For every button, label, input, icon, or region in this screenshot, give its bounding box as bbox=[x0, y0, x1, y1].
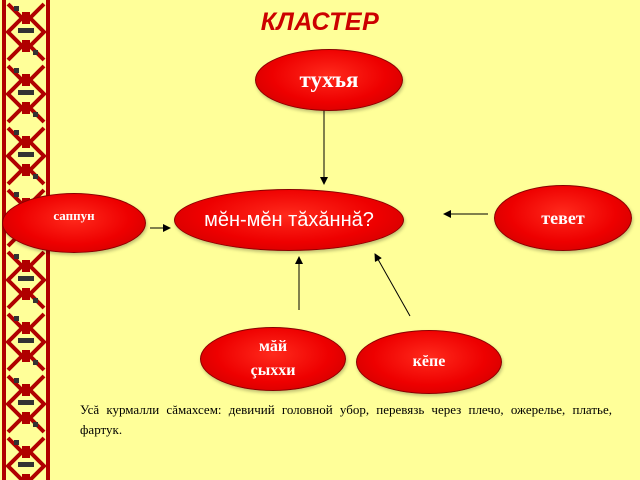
page-title: КЛАСТЕР bbox=[260, 8, 380, 36]
node-center-label: мĕн-мĕн тăхăннă? bbox=[204, 208, 374, 231]
node-right-label: тевет bbox=[541, 207, 585, 228]
word-list-caption: Усă курмалли сăмахсем: девичий головной … bbox=[80, 402, 612, 438]
node-bottom-left-line1: мăй bbox=[258, 338, 288, 355]
node-bottom-left: мăй çыххи bbox=[200, 327, 346, 391]
node-top: тухъя bbox=[255, 49, 403, 111]
node-left: саппун bbox=[2, 193, 146, 253]
node-bottom-right-label: кĕпе bbox=[412, 353, 446, 370]
arrow-bottom-right-to-center bbox=[374, 253, 411, 317]
node-center: мĕн-мĕн тăхăннă? bbox=[174, 189, 404, 251]
node-right: тевет bbox=[494, 185, 632, 251]
node-bottom-left-line2: çыххи bbox=[250, 362, 296, 379]
node-top-label: тухъя bbox=[299, 67, 359, 92]
node-bottom-right: кĕпе bbox=[356, 330, 502, 394]
node-left-label: саппун bbox=[53, 208, 95, 223]
